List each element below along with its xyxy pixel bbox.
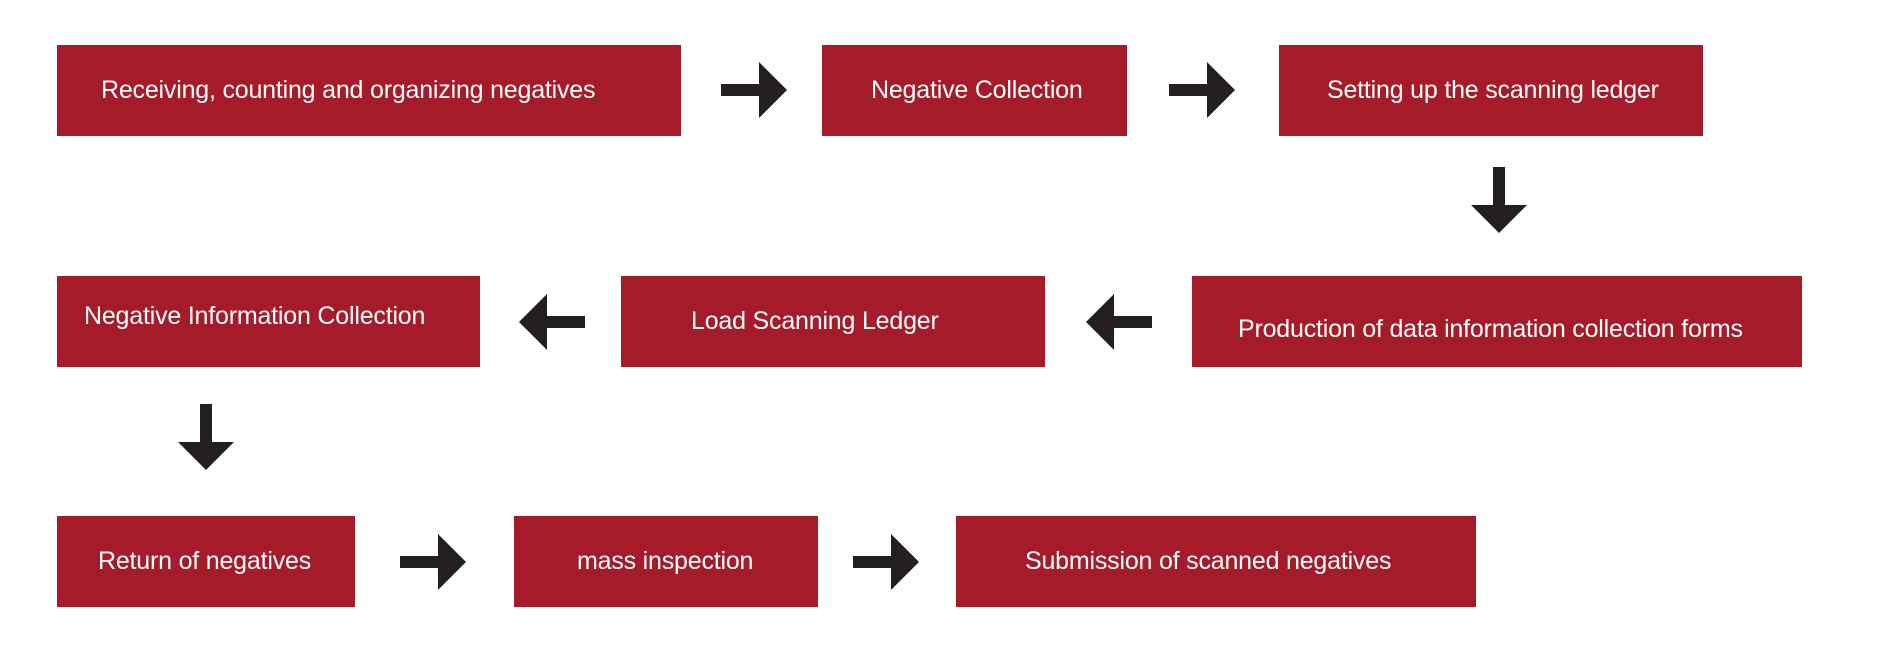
step-return-of-negatives: Return of negatives (57, 516, 355, 607)
arrow-down-icon (172, 404, 240, 472)
step-label: Load Scanning Ledger (691, 307, 939, 335)
step-label: Negative Collection (871, 76, 1083, 104)
step-receiving-counting-organizing: Receiving, counting and organizing negat… (57, 45, 681, 136)
step-production-of-forms: Production of data information collectio… (1192, 276, 1802, 367)
step-label: mass inspection (577, 547, 754, 575)
arrow-right-icon (853, 528, 921, 596)
arrow-left-icon (1084, 288, 1152, 356)
arrow-right-icon (400, 528, 468, 596)
arrow-down-icon (1465, 167, 1533, 235)
step-label: Production of data information collectio… (1238, 315, 1743, 343)
step-mass-inspection: mass inspection (514, 516, 818, 607)
step-label: Submission of scanned negatives (1025, 547, 1392, 575)
step-negative-information-collection: Negative Information Collection (57, 276, 480, 367)
arrow-left-icon (517, 288, 585, 356)
arrow-right-icon (1169, 56, 1237, 124)
step-negative-collection: Negative Collection (822, 45, 1127, 136)
step-load-scanning-ledger: Load Scanning Ledger (621, 276, 1045, 367)
step-label: Setting up the scanning ledger (1327, 76, 1659, 104)
step-setting-up-scanning-ledger: Setting up the scanning ledger (1279, 45, 1703, 136)
arrow-right-icon (721, 56, 789, 124)
step-label: Negative Information Collection (84, 302, 426, 330)
step-submission-of-scanned-negatives: Submission of scanned negatives (956, 516, 1476, 607)
step-label: Receiving, counting and organizing negat… (101, 76, 596, 104)
step-label: Return of negatives (98, 547, 311, 575)
